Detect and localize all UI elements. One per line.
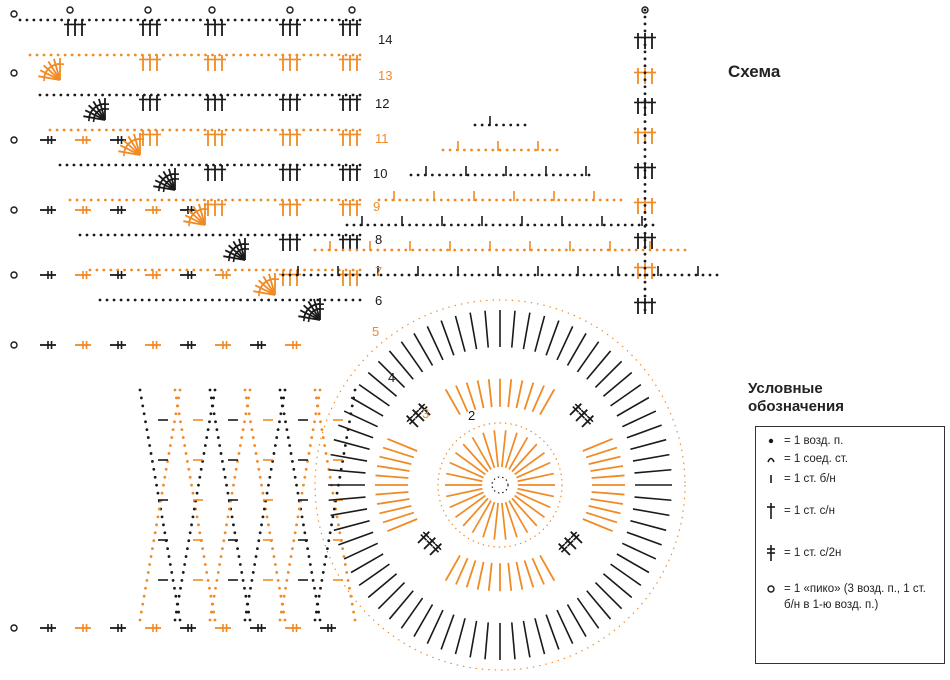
legend-item-sc: = 1 ст. б/н: [764, 471, 836, 487]
legend-item-picot: = 1 «пико» (3 возд. п., 1 ст. б/н в 1-ю …: [764, 581, 936, 613]
row-number-label: 9: [373, 199, 380, 214]
crochet-chart: 14 13 12 11 10 9 8 7 6 5 4 3 2: [10, 6, 719, 671]
legend-item-label: = 1 «пико» (3 возд. п., 1 ст. б/н в 1-ю …: [784, 583, 926, 611]
legend-item-label: = 1 ст. с/н: [784, 505, 835, 517]
legend-item-tr: = 1 ст. с/2н: [764, 545, 841, 561]
dagger-icon: [767, 503, 775, 519]
row-number-label: 8: [375, 232, 382, 247]
legend-item-chain: = 1 возд. п.: [764, 433, 843, 449]
row-number-label: 6: [375, 293, 382, 308]
legend-item-label: = 1 ст. с/2н: [784, 547, 842, 559]
legend-item-slip: = 1 соед. ст.: [764, 451, 848, 467]
row-number-label: 2: [468, 408, 475, 423]
legend-item-dc: = 1 ст. с/н: [764, 503, 835, 519]
row-number-label: 10: [373, 166, 387, 181]
row-number-label: 12: [375, 96, 389, 111]
row-number-label: 4: [388, 370, 395, 385]
legend-heading-line1: Условные: [748, 380, 823, 397]
legend-box: = 1 возд. п. = 1 соед. ст. = 1 ст. б/н =…: [755, 426, 945, 664]
arc-icon: [767, 457, 775, 463]
legend-heading: Условные обозначения: [748, 380, 938, 416]
row-number-label: 14: [378, 32, 392, 47]
legend-item-label: = 1 соед. ст.: [784, 453, 848, 465]
chart-title: Схема: [728, 62, 781, 81]
tick-icon: [770, 475, 772, 483]
row-number-label: 5: [372, 324, 379, 339]
legend-item-label: = 1 ст. б/н: [784, 473, 836, 485]
ring-icon: [767, 585, 775, 593]
legend-item-label: = 1 возд. п.: [784, 435, 844, 447]
row-number-label: 3: [422, 406, 429, 421]
row-number-label: 13: [378, 68, 392, 83]
row-number-label: 11: [375, 131, 389, 146]
row-number-label: 7: [375, 264, 382, 279]
double-dagger-icon: [767, 545, 775, 561]
dot-icon: [768, 438, 774, 444]
legend-heading-line2: обозначения: [748, 398, 844, 415]
